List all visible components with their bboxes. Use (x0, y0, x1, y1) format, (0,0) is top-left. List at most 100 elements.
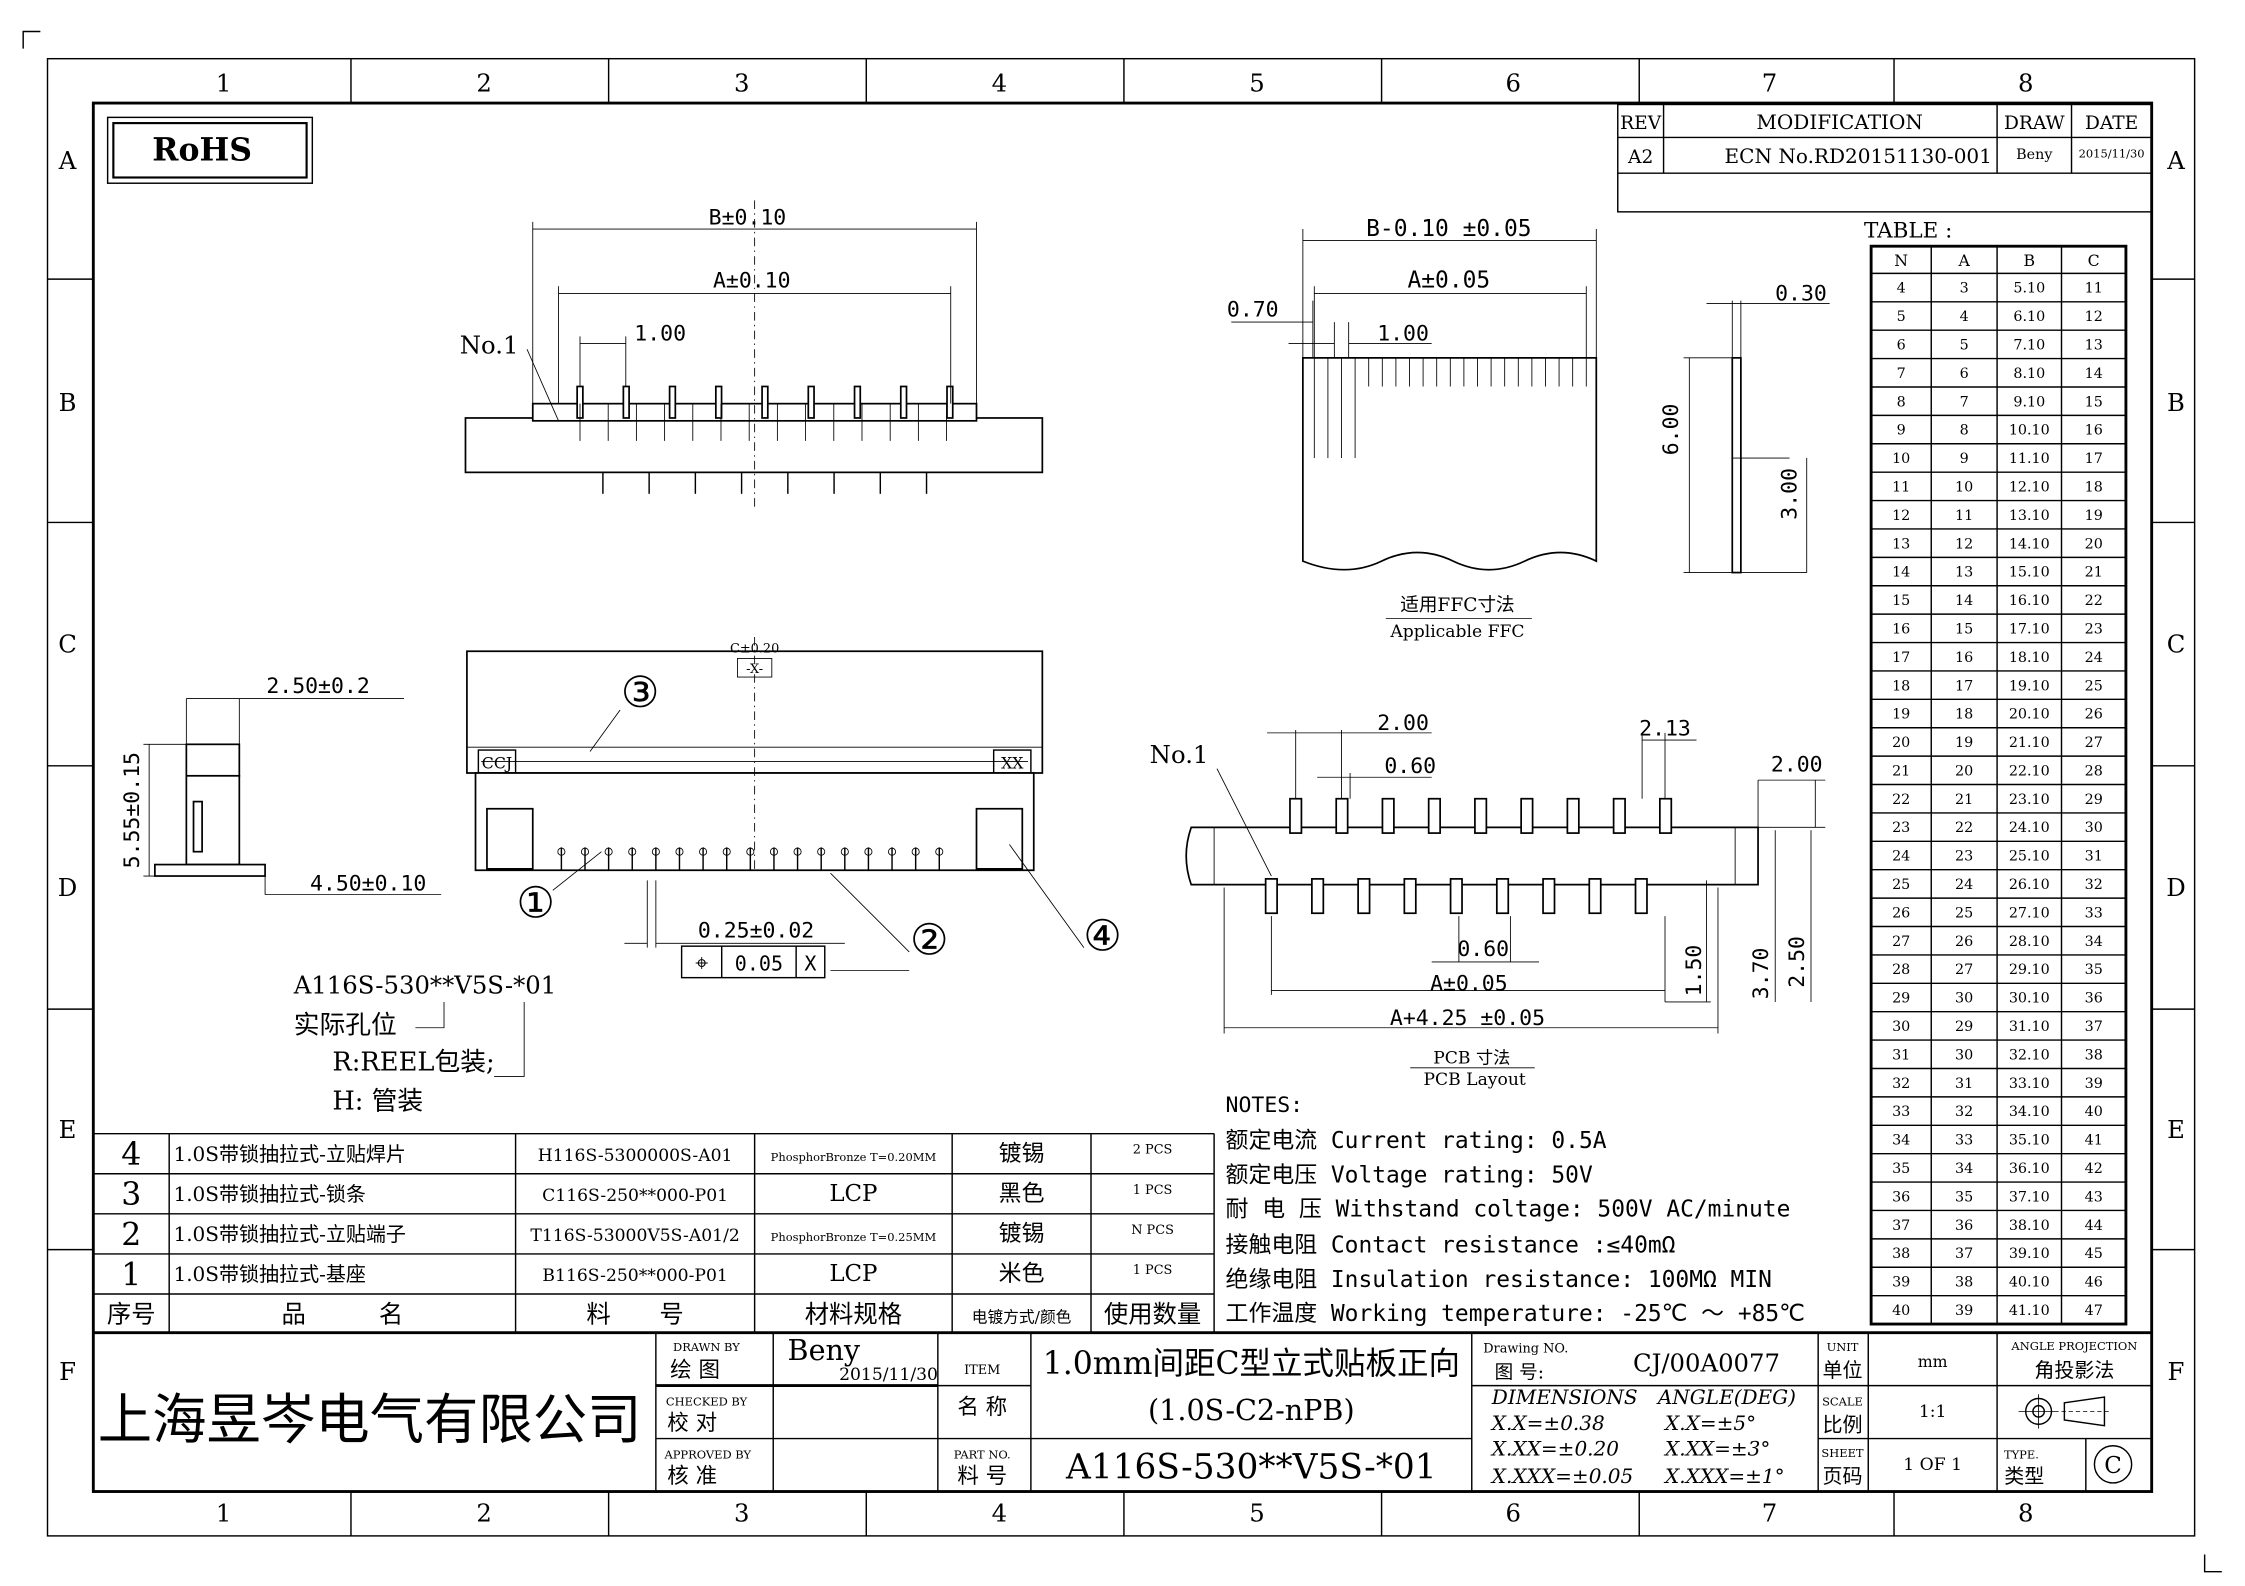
size-table-cell: 4 (1897, 281, 1906, 297)
size-table-cell: 15 (1892, 593, 1910, 609)
size-table-cell: 37 (1955, 1246, 1973, 1262)
size-table-cell: 14 (1955, 593, 1973, 609)
ffc-dim-a: A±0.05 (1408, 268, 1491, 294)
size-table-cell: 18.10 (2009, 650, 2050, 666)
ccj-marking: CCJ (482, 754, 512, 773)
size-table-cell: 26 (1955, 934, 1973, 950)
pcb-pad-top (1474, 797, 1488, 834)
bom-part-number: C116S-250**000-P01 (542, 1186, 728, 1206)
size-table-cell: 8 (1960, 423, 1969, 439)
front-pin (820, 847, 830, 872)
bom-part-number: T116S-53000V5S-A01/2 (530, 1226, 739, 1246)
size-table-cell: 13 (1892, 536, 1910, 552)
bom-quantity: 1 PCS (1133, 1263, 1173, 1278)
pcb-pad-bottom (1634, 878, 1648, 915)
zone-col-top: 1 (216, 69, 231, 98)
side-dim-depth: 4.50±0.10 (310, 871, 426, 896)
zone-row-left: D (58, 873, 78, 902)
projection-label: ANGLE PROJECTION (2010, 1339, 2137, 1353)
size-table-cell: 19 (2085, 508, 2103, 524)
top-pin (668, 385, 677, 419)
size-table-cell: 33 (1892, 1104, 1910, 1120)
zone-col-bottom: 7 (1762, 1499, 1777, 1528)
size-table-cell: 40 (1892, 1303, 1910, 1319)
pcb-dim-2-00-b: 2.00 (1771, 753, 1823, 778)
pin-1-label: No.1 (460, 331, 519, 360)
bom-quantity: 1 PCS (1133, 1183, 1173, 1198)
bom-material: PhosphorBronze T=0.20MM (771, 1150, 937, 1164)
size-table-cell: 36 (2085, 991, 2103, 1007)
pcb-pad-bottom (1264, 878, 1278, 915)
bom-header: 材料规格 (805, 1300, 902, 1329)
size-table-cell: 27 (2085, 735, 2103, 751)
size-table-cell: 19 (1955, 735, 1973, 751)
size-table-cell: 22 (2085, 593, 2103, 609)
size-table-cell: 35 (1892, 1161, 1910, 1177)
front-pin (796, 847, 807, 872)
size-table-cell: 16 (1955, 650, 1973, 666)
size-table-cell: 24 (1955, 877, 1973, 893)
zone-row-left: F (59, 1357, 76, 1386)
zone-col-bottom: 5 (1249, 1499, 1264, 1528)
bom-header: 电镀方式/颜色 (972, 1308, 1072, 1327)
front-pin (867, 847, 878, 872)
position-tolerance-icon: ⌖ (695, 950, 708, 976)
zone-row-right: E (2167, 1115, 2185, 1144)
scale-label-cn: 比例 (1822, 1412, 1862, 1436)
size-table-cell: 30 (1955, 1047, 1973, 1063)
size-table-cell: 19 (1892, 707, 1910, 723)
corner-mark (2203, 1554, 2222, 1573)
pcb-dim-a: A±0.05 (1430, 972, 1508, 997)
note-withstand: 耐 电 压 Withstand coltage: 500V AC/minute (1226, 1197, 1791, 1223)
ffc-dim-070: 0.70 (1227, 297, 1279, 322)
rohs-logo: RoHS (106, 116, 314, 184)
dim-b: B±0.10 (709, 206, 787, 231)
size-table-cell: 32 (2085, 877, 2103, 893)
zone-row-left: E (59, 1115, 77, 1144)
size-table-cell: 24 (2085, 650, 2103, 666)
size-table-cell: 3 (1960, 281, 1969, 297)
size-table-cell: 13.10 (2009, 508, 2050, 524)
ffc-dim-3: 3.00 (1778, 468, 1803, 520)
size-table-cell: 33.10 (2009, 1076, 2050, 1092)
size-table-cell: 35 (1955, 1189, 1973, 1205)
pcb-pad-top (1289, 797, 1303, 834)
front-pin (725, 847, 736, 872)
size-table-cell: 17 (2085, 451, 2103, 467)
part-code-reel: R:REEL包装; (332, 1048, 494, 1078)
part-code-hole: 实际孔位 (294, 1010, 397, 1040)
bom-item-name: 1.0S带锁抽拉式-立贴端子 (173, 1222, 405, 1246)
size-table-cell: 24.10 (2009, 820, 2050, 836)
size-table-cell: 26.10 (2009, 877, 2050, 893)
sheet-value: 1 OF 1 (1903, 1455, 1962, 1475)
pcb-dim-0-60: 0.60 (1384, 754, 1436, 779)
part-no-label: PART NO. (954, 1448, 1011, 1462)
zone-col-top: 8 (2018, 69, 2033, 98)
size-table-cell: 30 (1892, 1019, 1910, 1035)
bom-quantity: 2 PCS (1133, 1143, 1173, 1158)
pcb-pad-bottom (1449, 878, 1463, 915)
size-table-header: C (2088, 251, 2100, 270)
item-label: ITEM (964, 1363, 1000, 1378)
size-table-cell: 23 (2085, 621, 2103, 637)
zone-col-top: 3 (734, 69, 749, 98)
size-table-cell: 14 (1892, 565, 1910, 581)
top-pin (899, 385, 908, 419)
type-value: C (2104, 1453, 2122, 1479)
